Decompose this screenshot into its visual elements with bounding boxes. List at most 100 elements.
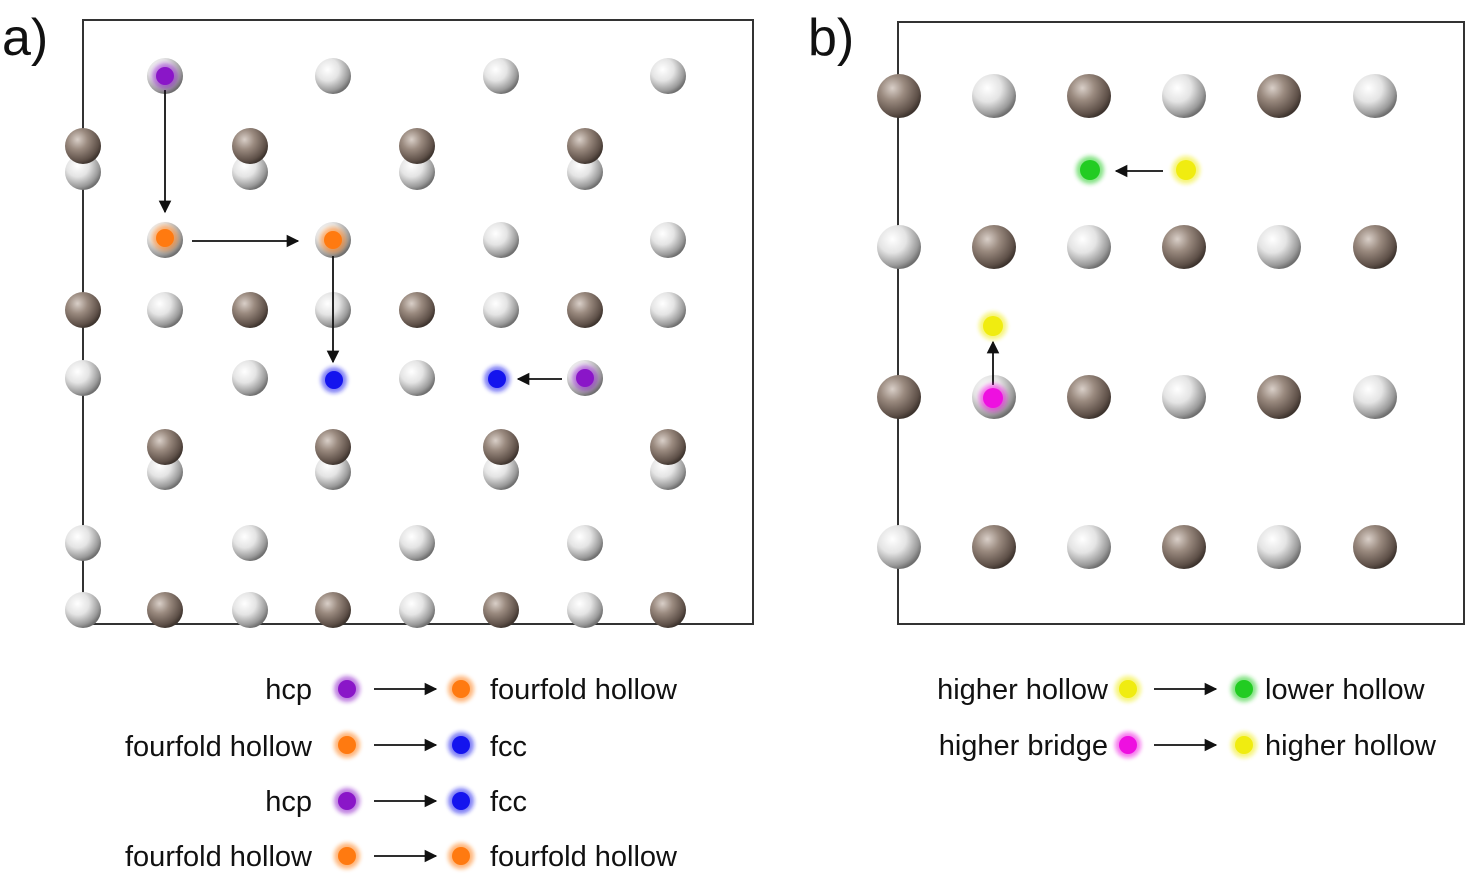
diffusion-arrows: [158, 90, 1163, 386]
light-atom: [1162, 74, 1206, 118]
metal-atom: [147, 429, 183, 465]
fcc-site-marker: [325, 371, 343, 389]
light-atom: [483, 292, 519, 328]
legend-a-to-0: fourfold hollow: [490, 674, 678, 706]
metal-atom: [972, 225, 1016, 269]
legend-b-to-dot: [1235, 680, 1253, 698]
legend-a-from-1: fourfold hollow: [125, 731, 313, 763]
metal-atom: [1162, 225, 1206, 269]
metal-atom: [1257, 375, 1301, 419]
light-atom: [399, 592, 435, 628]
legend-b-to-dot: [1235, 736, 1253, 754]
legend-b-from-dot: [1119, 680, 1137, 698]
higher-hollow-marker: [1176, 160, 1196, 180]
light-atom: [232, 360, 268, 396]
metal-atom: [1257, 74, 1301, 118]
higher-hollow-marker: [983, 316, 1003, 336]
legend-a-from-dot: [338, 736, 356, 754]
metal-atom: [483, 429, 519, 465]
legend-b-from-0: higher hollow: [937, 674, 1109, 706]
light-atom: [65, 592, 101, 628]
metal-atom: [232, 128, 268, 164]
light-atom: [877, 525, 921, 569]
light-atom: [65, 525, 101, 561]
metal-atom: [399, 128, 435, 164]
metal-atom: [567, 128, 603, 164]
light-atom: [650, 292, 686, 328]
fourfold-hollow-marker: [156, 229, 174, 247]
legend-a-to-dot: [452, 792, 470, 810]
legend-b: higher hollow lower hollow higher bridge…: [937, 674, 1437, 762]
fcc-site-marker: [488, 370, 506, 388]
panel-label-a: a): [2, 9, 48, 67]
light-atom: [232, 592, 268, 628]
legend-b-from-dot: [1119, 736, 1137, 754]
legend-a-to-2: fcc: [490, 786, 527, 818]
light-atom: [1353, 74, 1397, 118]
legend-a-from-2: hcp: [265, 786, 312, 818]
metal-atom: [315, 592, 351, 628]
panel-a-atoms: [65, 58, 686, 628]
panel-label-b: b): [808, 9, 854, 67]
metal-atom: [567, 292, 603, 328]
metal-atom: [232, 292, 268, 328]
hcp-site-marker: [576, 369, 594, 387]
light-atom: [147, 292, 183, 328]
metal-atom: [650, 429, 686, 465]
light-atom: [1067, 225, 1111, 269]
light-atom: [232, 525, 268, 561]
metal-atom: [1067, 74, 1111, 118]
metal-atom: [972, 525, 1016, 569]
light-atom: [483, 58, 519, 94]
metal-atom: [65, 292, 101, 328]
metal-atom: [147, 592, 183, 628]
site-markers: [152, 63, 1200, 412]
legend-a-to-3: fourfold hollow: [490, 841, 678, 873]
light-atom: [399, 360, 435, 396]
legend-a-to-dot: [452, 847, 470, 865]
metal-atom: [399, 292, 435, 328]
light-atom: [399, 154, 435, 190]
legend-b-to-0: lower hollow: [1265, 674, 1426, 706]
metal-atom: [1067, 375, 1111, 419]
panel-b-atoms: [877, 74, 1397, 569]
metal-atom: [877, 375, 921, 419]
light-atom: [972, 74, 1016, 118]
lower-hollow-marker: [1080, 160, 1100, 180]
legend-a-from-dot: [338, 792, 356, 810]
higher-bridge-marker: [983, 388, 1003, 408]
light-atom: [1257, 225, 1301, 269]
light-atom: [1162, 375, 1206, 419]
light-atom: [399, 525, 435, 561]
light-atom: [147, 454, 183, 490]
light-atom: [650, 58, 686, 94]
hcp-site-marker: [156, 67, 174, 85]
light-atom: [483, 454, 519, 490]
light-atom: [567, 592, 603, 628]
legend-a-to-dot: [452, 736, 470, 754]
legend-a-from-dot: [338, 680, 356, 698]
light-atom: [232, 154, 268, 190]
panel-b-frame: [897, 21, 1465, 625]
light-atom: [567, 154, 603, 190]
metal-atom: [65, 128, 101, 164]
light-atom: [1257, 525, 1301, 569]
legend-b-from-1: higher bridge: [939, 730, 1108, 762]
legend-b-to-1: higher hollow: [1265, 730, 1437, 762]
legend-a-from-0: hcp: [265, 674, 312, 706]
light-atom: [315, 454, 351, 490]
legend-a-to-1: fcc: [490, 731, 527, 763]
metal-atom: [315, 429, 351, 465]
metal-atom: [1353, 225, 1397, 269]
metal-atom: [1162, 525, 1206, 569]
light-atom: [650, 222, 686, 258]
fourfold-hollow-marker: [324, 231, 342, 249]
metal-atom: [877, 74, 921, 118]
metal-atom: [650, 592, 686, 628]
light-atom: [877, 225, 921, 269]
light-atom: [483, 222, 519, 258]
light-atom: [315, 58, 351, 94]
light-atom: [1067, 525, 1111, 569]
light-atom: [65, 360, 101, 396]
